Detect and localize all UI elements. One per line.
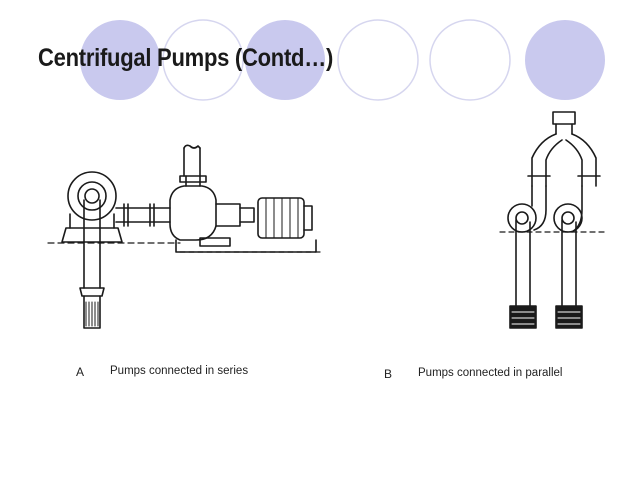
motor-body: [257, 197, 305, 239]
pump-1-eye: [77, 181, 107, 211]
suction-pipe-left: [515, 219, 531, 307]
figure-a-letter: A: [76, 365, 85, 379]
slide-title: Centrifugal Pumps (Contd…): [38, 44, 334, 72]
pump-left-volute: [507, 203, 537, 233]
figure-b-letter: B: [384, 367, 393, 381]
suction-pipe-right: [561, 219, 577, 307]
decor-circle-2: [162, 19, 244, 101]
pump-1-volute: [67, 171, 117, 221]
figure-b-caption: Pumps connected in parallel: [418, 367, 563, 379]
decor-circle-3: [245, 20, 325, 100]
decor-circle-6: [525, 20, 605, 100]
suction-pipe: [83, 199, 101, 289]
decor-circle-4: [337, 19, 419, 101]
strainer-left: [509, 305, 537, 329]
decorative-circles: [80, 19, 605, 101]
discharge-manifold: [552, 111, 576, 125]
connecting-pipe: [115, 207, 171, 223]
figure-a-caption: Pumps connected in series: [110, 365, 249, 377]
discharge-pipe: [183, 147, 201, 177]
decor-circle-1: [80, 20, 160, 100]
decor-circle-5: [429, 19, 511, 101]
strainer-right: [555, 305, 583, 329]
